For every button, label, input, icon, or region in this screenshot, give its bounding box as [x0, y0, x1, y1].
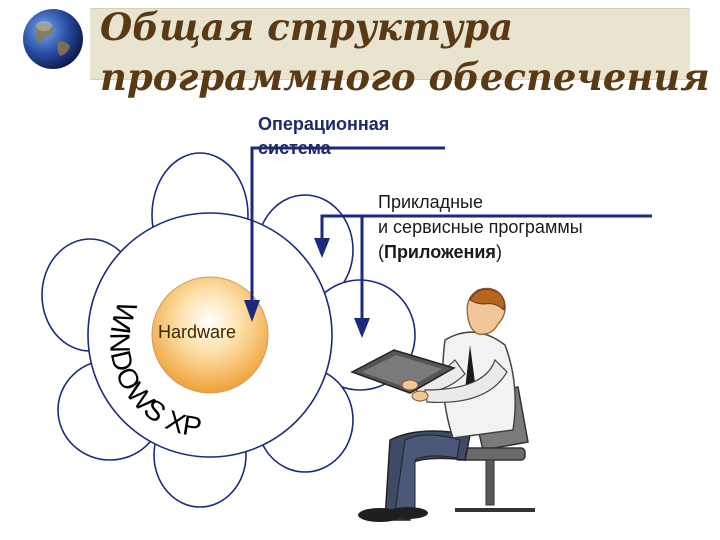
apps-arrow-line [320, 214, 652, 242]
apps-arrow-head-1 [314, 238, 330, 258]
apps-label-line-3: (Приложения) [378, 240, 583, 265]
title-map-band [90, 8, 690, 80]
apps-label-close: ) [495, 242, 502, 262]
title-line-1: Общая структура [100, 5, 514, 49]
os-label-line-2: система [258, 138, 331, 158]
hardware-label: Hardware [158, 322, 237, 342]
page-title: Общая структура программного обеспечения [100, 2, 710, 102]
hardware-core [151, 276, 269, 394]
person-at-computer-illustration [350, 287, 535, 522]
globe-icon [23, 9, 83, 69]
title-line-2: программного обеспечения [100, 55, 710, 99]
apps-label-open: ( [378, 242, 384, 262]
os-arrow-line [250, 146, 445, 305]
apps-label-line-1: Прикладные [378, 192, 483, 212]
apps-label-line-2: и сервисные программы [378, 217, 583, 237]
os-label-line-1: Операционная [258, 114, 390, 134]
apps-label-bold: Приложения [384, 242, 496, 262]
apps-label: Прикладные и сервисные программы (Прилож… [378, 190, 583, 265]
os-label: Операционная система [258, 112, 389, 160]
apps-arrow-head-2 [354, 318, 370, 338]
os-arrow-head [244, 300, 260, 322]
